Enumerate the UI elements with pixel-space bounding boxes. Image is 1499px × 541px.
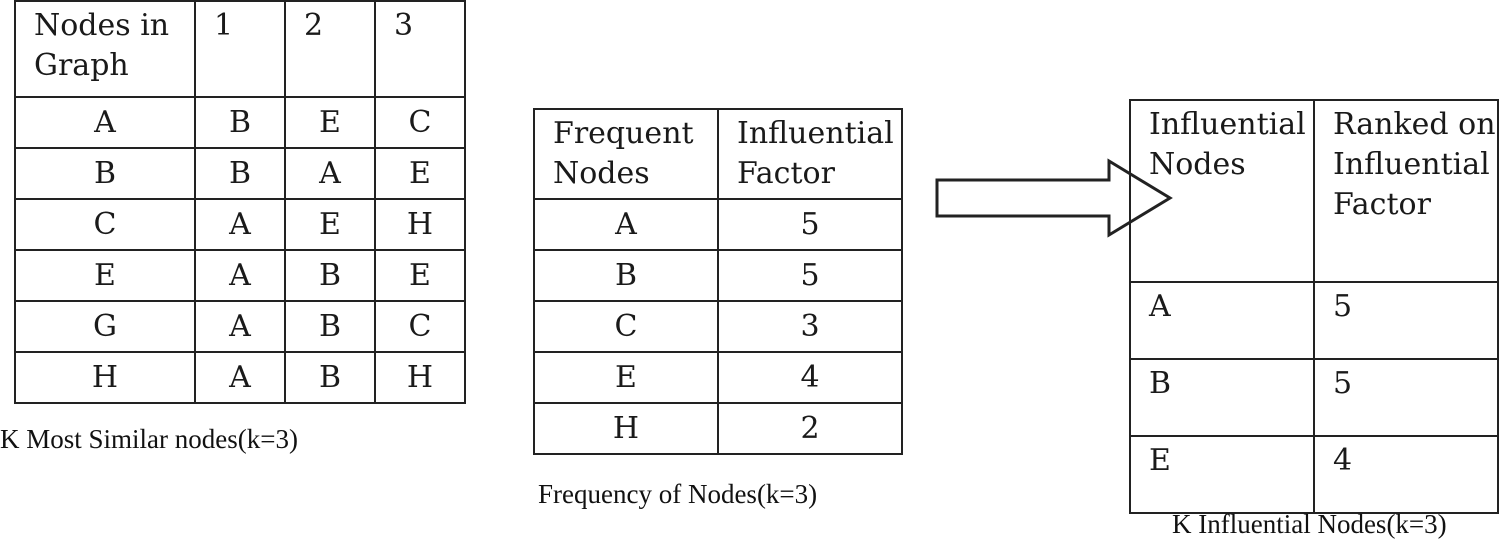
- table-cell: H: [374, 351, 466, 404]
- table-cell: G: [14, 300, 196, 353]
- table-row: A 5: [533, 198, 903, 251]
- k-influential-caption: K Influential Nodes(k=3): [1172, 509, 1447, 539]
- header-cell: 2: [284, 0, 376, 98]
- table-cell: A: [1129, 281, 1315, 360]
- table-cell: 5: [1313, 358, 1499, 437]
- table-row: E 4: [1129, 435, 1499, 514]
- table-cell: H: [374, 198, 466, 251]
- table-cell: 3: [717, 300, 903, 353]
- table-cell: E: [374, 249, 466, 302]
- header-cell: Frequent Nodes: [533, 108, 719, 200]
- header-cell: Ranked on Influential Factor: [1313, 99, 1499, 283]
- frequency-table: Frequent Nodes Influential Factor A 5 B …: [533, 108, 903, 455]
- table-cell: E: [284, 198, 376, 251]
- k-most-similar-caption: K Most Similar nodes(k=3): [0, 424, 298, 454]
- table-cell: E: [374, 147, 466, 200]
- table-row: B 5: [533, 249, 903, 302]
- k-influential-table: Influential Nodes Ranked on Influential …: [1129, 99, 1499, 514]
- table-cell: A: [194, 198, 286, 251]
- table-cell: H: [533, 402, 719, 455]
- table-row: B B A E: [14, 147, 466, 200]
- table-cell: A: [284, 147, 376, 200]
- table-row: G A B C: [14, 300, 466, 353]
- header-cell: Nodes in Graph: [14, 0, 196, 98]
- table-cell: C: [374, 300, 466, 353]
- table-row: C 3: [533, 300, 903, 353]
- header-cell: 1: [194, 0, 286, 98]
- table-row: A B E C: [14, 96, 466, 149]
- table-cell: B: [1129, 358, 1315, 437]
- table-row: C A E H: [14, 198, 466, 251]
- table-cell: C: [374, 96, 466, 149]
- table-cell: C: [14, 198, 196, 251]
- table-cell: A: [14, 96, 196, 149]
- table-row: E A B E: [14, 249, 466, 302]
- table-cell: A: [533, 198, 719, 251]
- table-cell: B: [284, 300, 376, 353]
- k-most-similar-table: Nodes in Graph 1 2 3 A B E C B B A E C A…: [14, 0, 466, 404]
- table-cell: B: [533, 249, 719, 302]
- table-row: H A B H: [14, 351, 466, 404]
- header-cell: Influential Factor: [717, 108, 903, 200]
- table-cell: 2: [717, 402, 903, 455]
- table-cell: 5: [1313, 281, 1499, 360]
- table-cell: B: [284, 351, 376, 404]
- table-row: A 5: [1129, 281, 1499, 360]
- table-cell: B: [14, 147, 196, 200]
- table-cell: A: [194, 300, 286, 353]
- table-row: E 4: [533, 351, 903, 404]
- table-row: B 5: [1129, 358, 1499, 437]
- table-cell: H: [14, 351, 196, 404]
- table-header-row: Frequent Nodes Influential Factor: [533, 108, 903, 200]
- table-cell: E: [533, 351, 719, 404]
- table-cell: A: [194, 249, 286, 302]
- table-cell: E: [14, 249, 196, 302]
- table-cell: 4: [717, 351, 903, 404]
- table-cell: C: [533, 300, 719, 353]
- table-header-row: Influential Nodes Ranked on Influential …: [1129, 99, 1499, 283]
- header-cell: Influential Nodes: [1129, 99, 1315, 283]
- table-header-row: Nodes in Graph 1 2 3: [14, 0, 466, 98]
- table-cell: 5: [717, 198, 903, 251]
- table-cell: E: [1129, 435, 1315, 514]
- table-cell: 5: [717, 249, 903, 302]
- table-cell: 4: [1313, 435, 1499, 514]
- table-cell: B: [194, 96, 286, 149]
- table-row: H 2: [533, 402, 903, 455]
- table-cell: E: [284, 96, 376, 149]
- table-cell: B: [284, 249, 376, 302]
- table-cell: A: [194, 351, 286, 404]
- header-cell: 3: [374, 0, 466, 98]
- frequency-caption: Frequency of Nodes(k=3): [538, 479, 818, 509]
- table-cell: B: [194, 147, 286, 200]
